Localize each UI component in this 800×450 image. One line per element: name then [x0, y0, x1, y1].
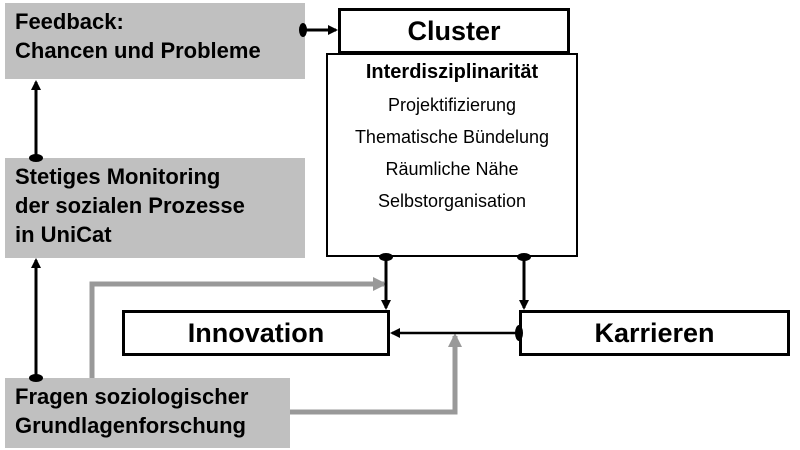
main-item-3: Räumliche Nähe — [385, 159, 519, 179]
feedback-line-1: Feedback: — [15, 9, 124, 34]
main-title: Interdisziplinarität — [365, 61, 539, 83]
feedback-box: Feedback: Chancen und Probleme — [5, 3, 305, 79]
main-item-4: Selbstorganisation — [377, 191, 527, 211]
cluster-box: Cluster — [338, 8, 570, 54]
karrieren-label: Karrieren — [594, 317, 715, 348]
monitoring-line-3: in UniCat — [15, 222, 112, 247]
fragen-line-2: Grundlagenforschung — [15, 413, 246, 438]
interdisziplinaritaet-box: Interdisziplinarität Projektifizierung T… — [326, 53, 578, 257]
innovation-box: Innovation — [122, 310, 390, 356]
monitoring-line-2: der sozialen Prozesse — [15, 193, 245, 218]
main-item-2: Thematische Bündelung — [354, 127, 550, 147]
monitoring-box: Stetiges Monitoring der sozialen Prozess… — [5, 158, 305, 258]
monitoring-line-1: Stetiges Monitoring — [15, 164, 221, 189]
karrieren-box: Karrieren — [519, 310, 790, 356]
main-item-1: Projektifizierung — [387, 95, 517, 115]
fragen-line-1: Fragen soziologischer — [15, 384, 249, 409]
fragen-box: Fragen soziologischer Grundlagenforschun… — [5, 378, 290, 448]
innovation-label: Innovation — [187, 317, 325, 348]
cluster-title: Cluster — [407, 15, 501, 46]
feedback-line-2: Chancen und Probleme — [15, 38, 261, 63]
